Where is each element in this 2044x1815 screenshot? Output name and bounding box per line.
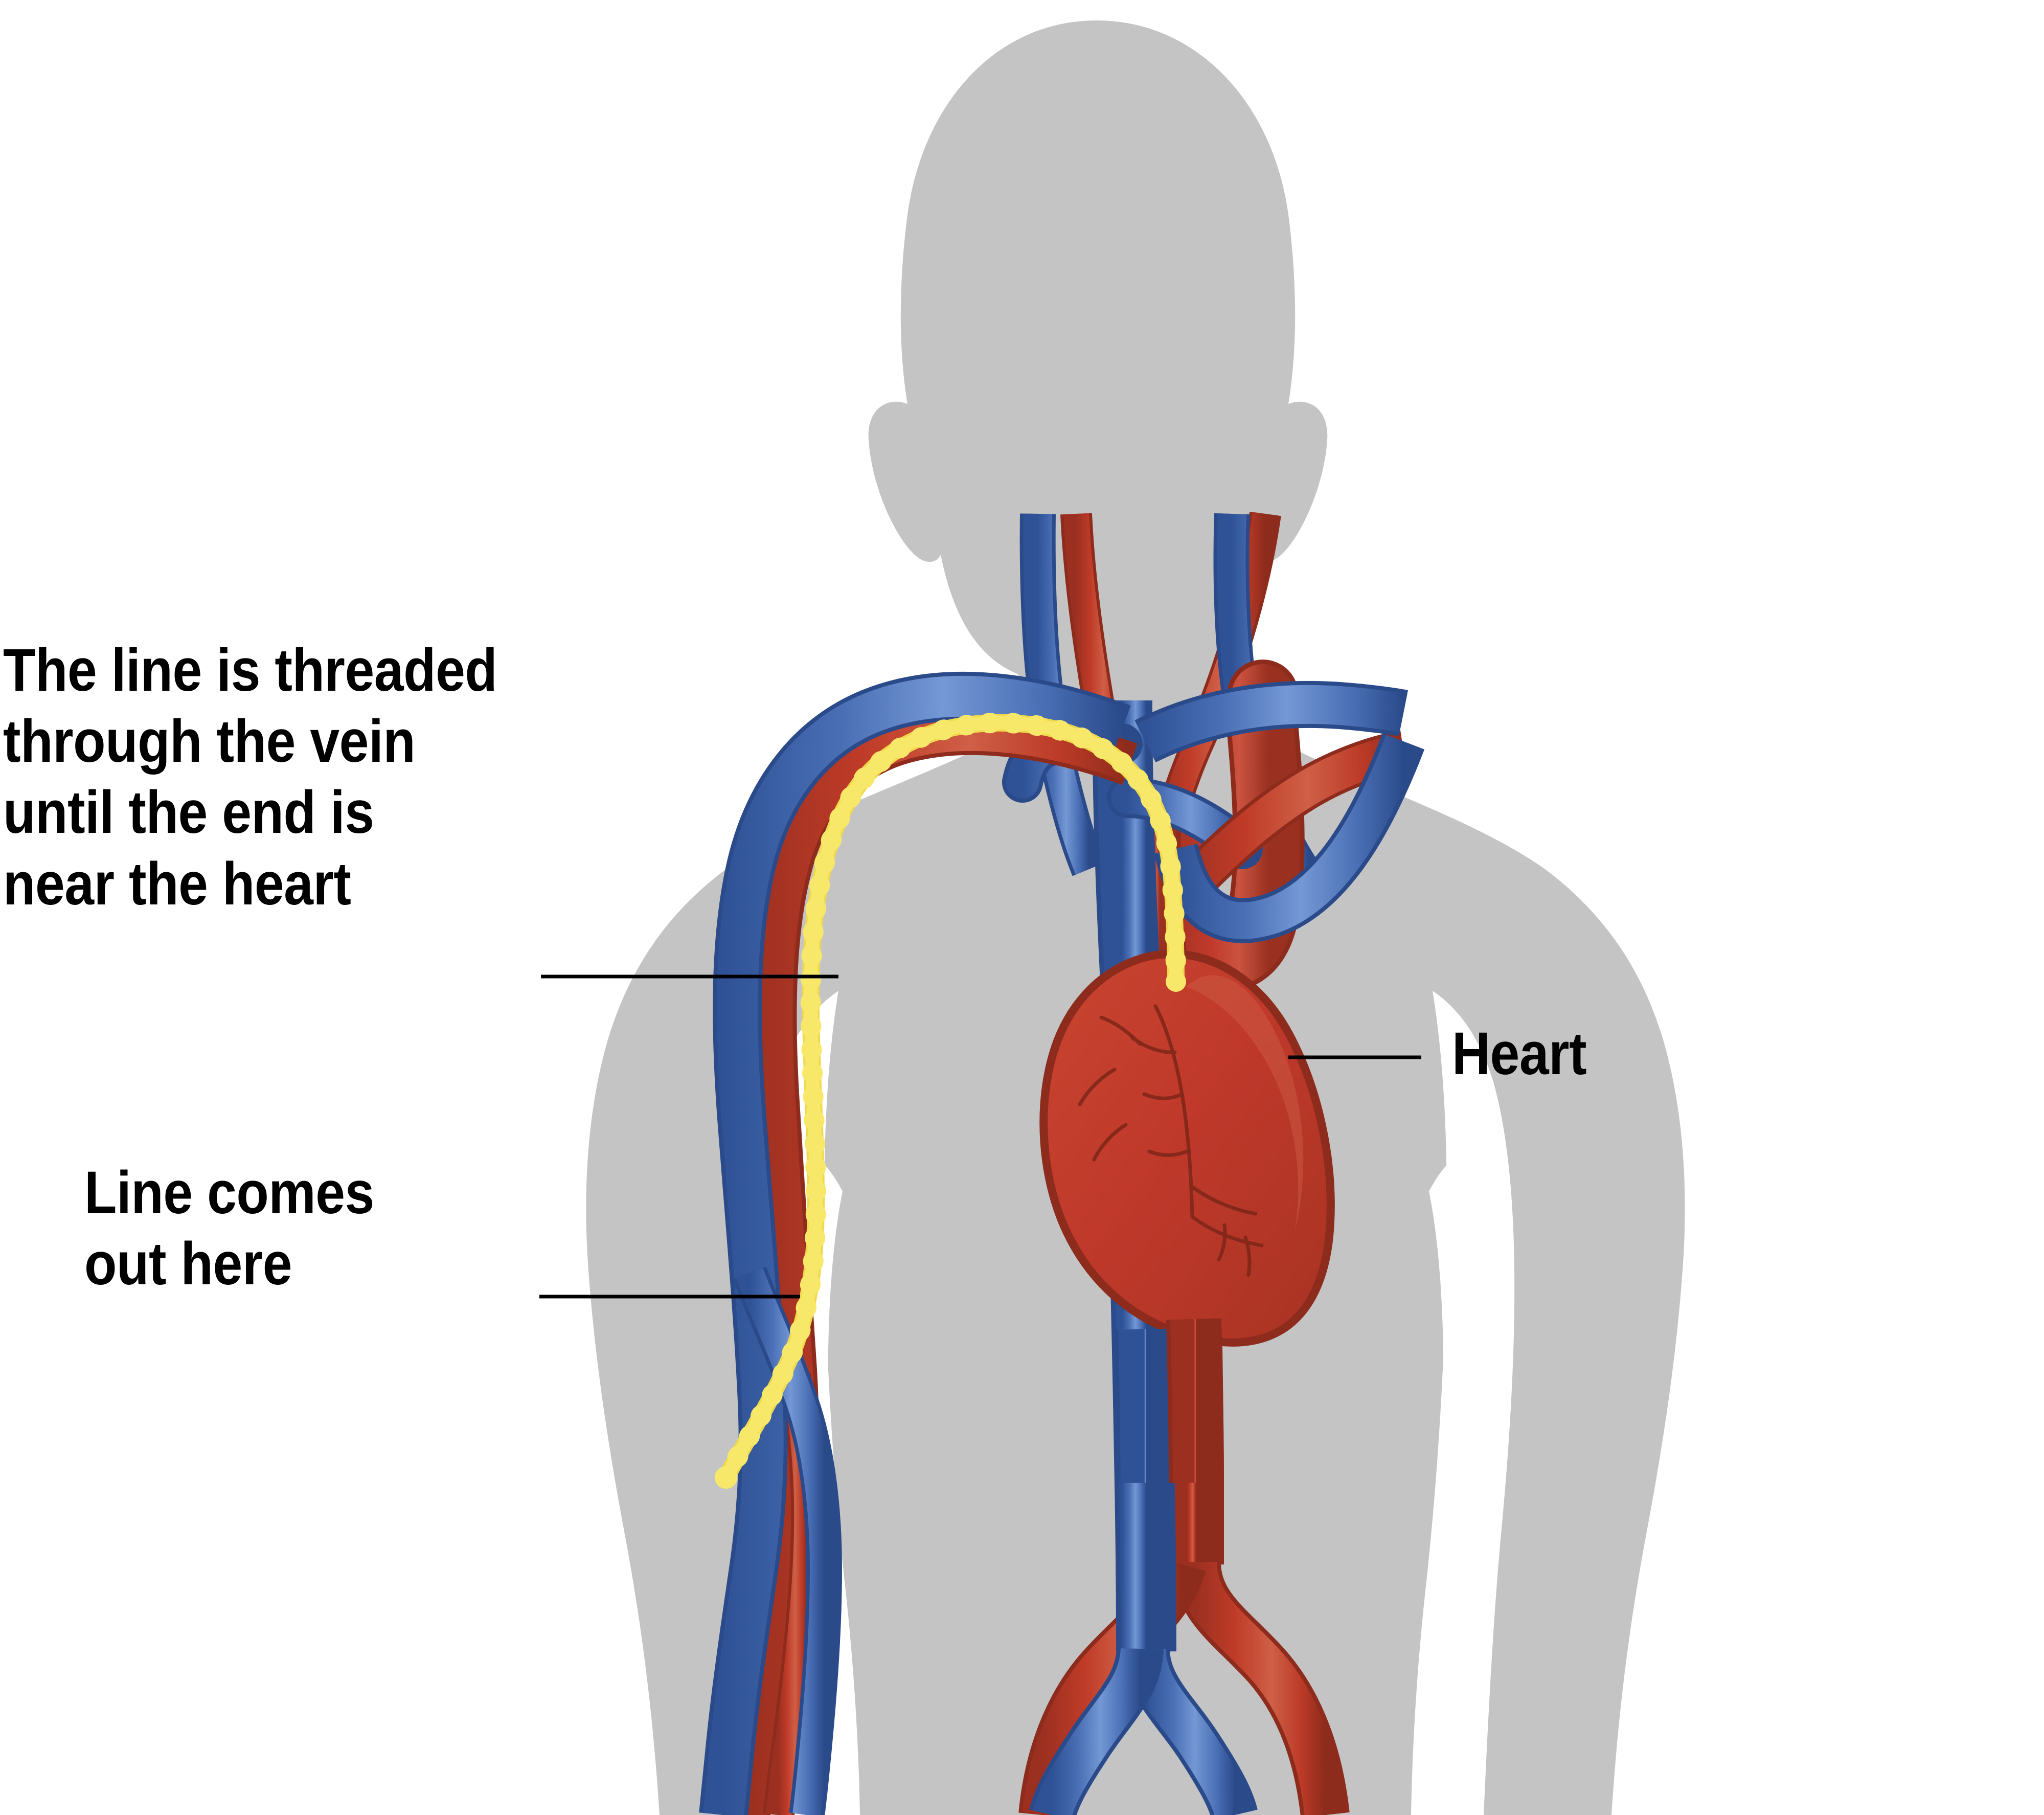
left-brachial-vein bbox=[699, 671, 1131, 1815]
picc-catheter-line bbox=[715, 712, 1186, 1489]
iliac-veins bbox=[1029, 1647, 1258, 1815]
leader-lines bbox=[539, 974, 1421, 1299]
aorta-below-heart bbox=[1166, 1318, 1224, 1483]
right-subclavian-vein bbox=[1134, 680, 1425, 943]
label-line-comes-out: Line comes out here bbox=[84, 1159, 374, 1298]
heart-organ bbox=[1039, 949, 1335, 1347]
label-heart: Heart bbox=[1452, 1020, 1587, 1087]
vascular-system bbox=[539, 511, 1425, 1815]
label-line-threaded: The line is threaded through the vein un… bbox=[3, 637, 497, 918]
inferior-vena-cava-behind-heart bbox=[1114, 1329, 1176, 1483]
